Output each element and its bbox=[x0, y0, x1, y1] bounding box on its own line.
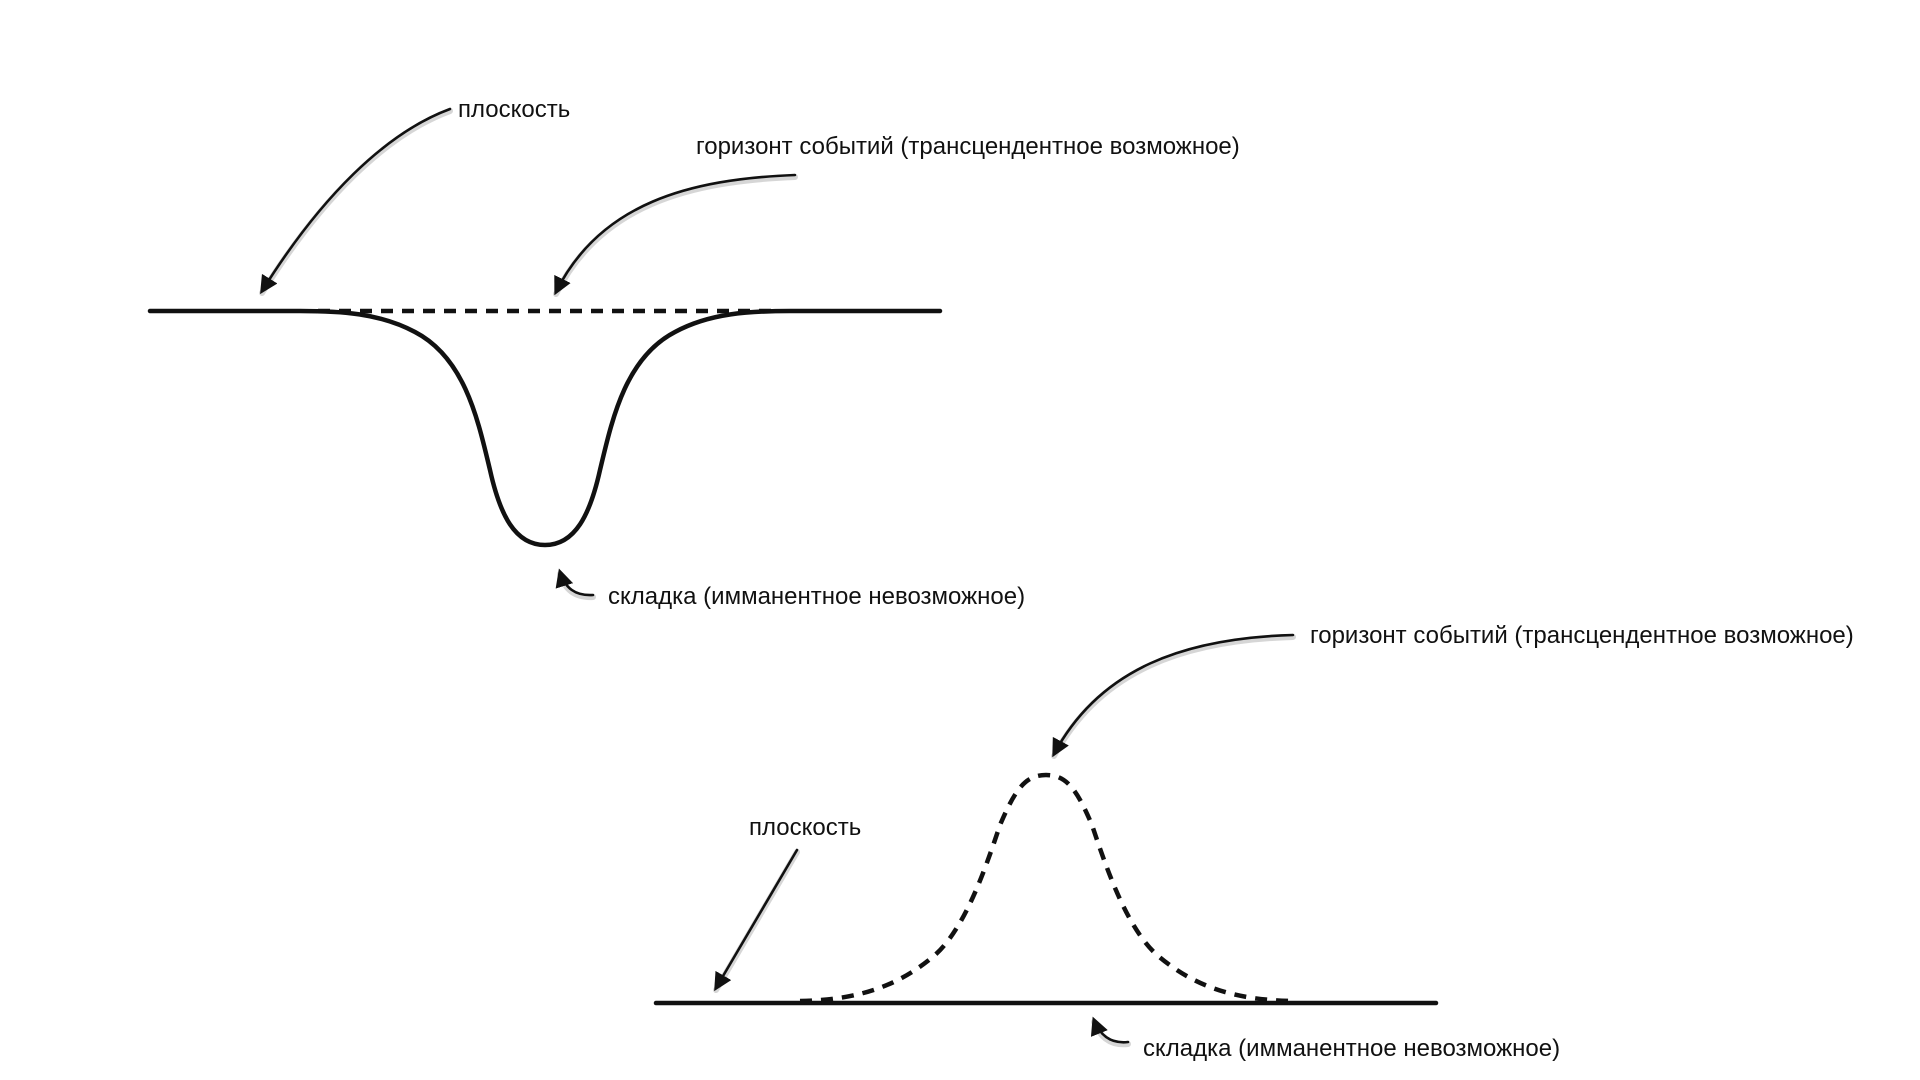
event-horizon-curve-2 bbox=[799, 772, 1293, 1004]
horizon-arrow-1 bbox=[554, 173, 797, 296]
fold-arrow-1 bbox=[555, 568, 595, 597]
diagram-2: плоскость горизонт событий (трансцендент… bbox=[653, 622, 1854, 1062]
plane-label-1: плоскость bbox=[458, 96, 570, 123]
diagram-1: плоскость горизонт событий (трансцендент… bbox=[147, 96, 1240, 610]
horizon-label-2: горизонт событий (трансцендентное возмож… bbox=[1310, 622, 1854, 649]
fold-arrow-2 bbox=[1090, 1016, 1130, 1044]
plane-label-2: плоскость bbox=[749, 814, 861, 841]
plane-arrow-1 bbox=[260, 107, 452, 295]
horizon-label-1: горизонт событий (трансцендентное возмож… bbox=[696, 133, 1240, 160]
fold-label-1: складка (имманентное невозможное) bbox=[608, 583, 1025, 610]
plane-arrow-2 bbox=[714, 848, 799, 992]
fold-label-2: складка (имманентное невозможное) bbox=[1143, 1035, 1560, 1062]
horizon-arrow-2 bbox=[1052, 633, 1295, 758]
plane-with-fold-1 bbox=[147, 308, 943, 548]
